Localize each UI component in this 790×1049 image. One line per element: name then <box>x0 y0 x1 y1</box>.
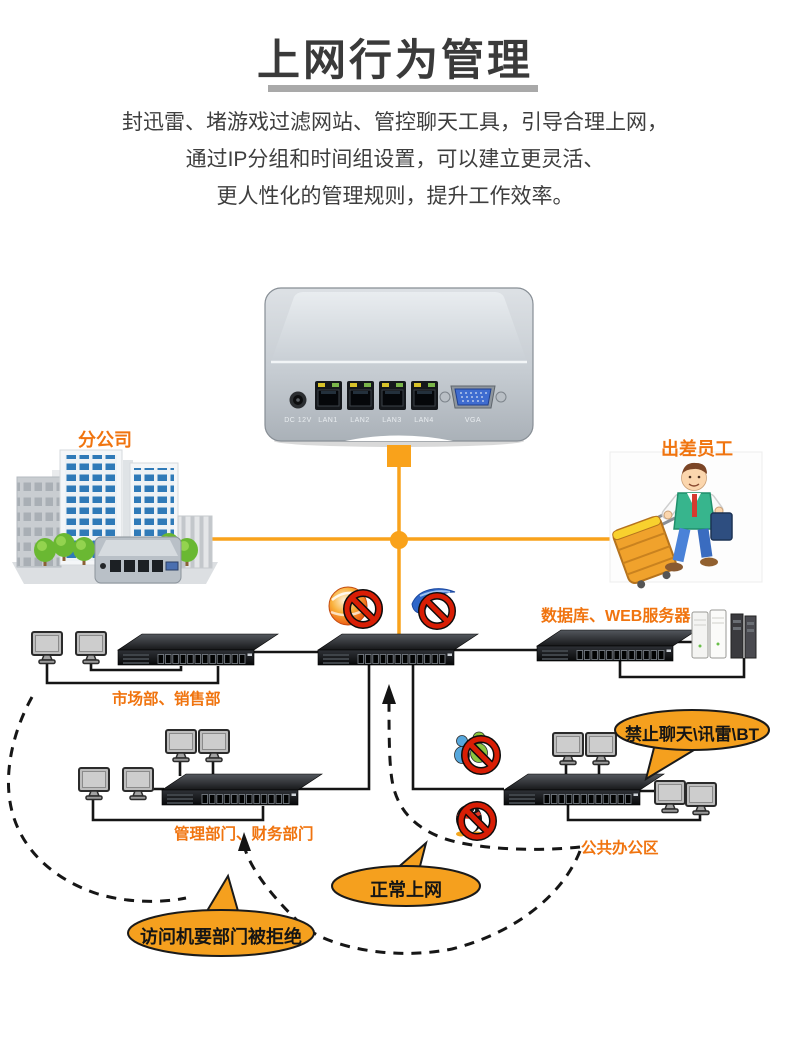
label-branch-office: 分公司 <box>78 430 132 450</box>
label-admin-finance: 管理部门、财务部门 <box>174 826 314 843</box>
port-label-lan1: LAN1 <box>318 417 338 424</box>
device-bottom-notch <box>345 435 453 441</box>
monitor-icon <box>78 767 110 801</box>
switch-public-office <box>503 773 665 806</box>
monitor-icon <box>552 732 584 766</box>
qq-penguin-ban-icon <box>456 805 493 838</box>
port-label-dc: DC 12V <box>284 417 312 424</box>
callout-normal-internet <box>331 840 481 907</box>
router-device-illustration: DC 12V LAN1 LAN2 LAN3 LAN4 VGA <box>264 287 534 447</box>
arrowhead-to-core <box>382 684 396 704</box>
title-underline-bar <box>268 85 538 92</box>
port-label-vga: VGA <box>465 417 481 424</box>
callout-text-access-denied: 访问机要部门被拒绝 <box>140 927 302 947</box>
dashed-path-left-arc <box>7 696 187 903</box>
label-marketing-sales: 市场部、销售部 <box>112 691 221 708</box>
monitor-icon <box>31 631 63 665</box>
label-public-office: 公共办公区 <box>581 840 659 857</box>
intro-line-1: 封迅雷、堵游戏过滤网站、管控聊天工具，引导合理上网， <box>122 111 668 134</box>
port-label-lan3: LAN3 <box>382 417 402 424</box>
monitor-icon <box>165 729 197 763</box>
intro-paragraph: 封迅雷、堵游戏过滤网站、管控聊天工具，引导合理上网， 通过IP分组和时间组设置，… <box>0 104 790 215</box>
label-traveling-staff: 出差员工 <box>661 439 733 459</box>
label-servers: 数据库、WEB服务器 <box>541 608 691 625</box>
arrowhead-to-admin <box>238 832 251 851</box>
monitor-icon <box>654 780 686 814</box>
dashed-path-normal-internet <box>387 699 581 851</box>
server-towers <box>691 609 757 659</box>
msn-buddies-ban-icon <box>454 731 498 771</box>
switch-core <box>317 633 479 666</box>
callout-text-normal-internet: 正常上网 <box>370 880 442 900</box>
callout-forbid-chat <box>614 709 770 782</box>
dashed-path-access-denied <box>243 848 582 955</box>
fireball-ban-icon <box>328 586 379 625</box>
policy-paths <box>7 696 582 955</box>
port-label-lan4: LAN4 <box>414 417 434 424</box>
thunder-ban-icon <box>411 588 455 627</box>
intro-line-2: 通过IP分组和时间组设置，可以建立更灵活、 <box>185 148 605 171</box>
branch-office-buildings <box>12 449 218 584</box>
branch-gateway-device <box>94 536 182 584</box>
traveler-man <box>661 462 733 572</box>
port-label-lan2: LAN2 <box>350 417 370 424</box>
monitor-icon <box>685 782 717 816</box>
monitor-icon <box>75 631 107 665</box>
suitcase <box>612 515 677 589</box>
switch-admin-finance <box>161 773 323 806</box>
traveler-illustration <box>609 451 763 589</box>
dc-power-jack <box>289 391 307 409</box>
uplink-node-square <box>387 445 411 467</box>
lan-ports <box>315 381 438 410</box>
monitor-icon <box>585 732 617 766</box>
monitor-icon <box>198 729 230 763</box>
vga-port <box>439 385 507 409</box>
intro-line-3: 更人性化的管理规则，提升工作效率。 <box>216 185 574 208</box>
switch-marketing-sales <box>117 633 279 666</box>
monitor-icon <box>122 767 154 801</box>
callout-text-forbid-chat: 禁止聊天\讯雷\BT <box>624 725 760 744</box>
page-title: 上网行为管理 <box>257 37 533 85</box>
switch-servers <box>536 629 698 662</box>
network-diagram <box>7 445 770 957</box>
backbone-junction-dot <box>390 531 408 549</box>
callout-access-denied <box>127 873 315 957</box>
